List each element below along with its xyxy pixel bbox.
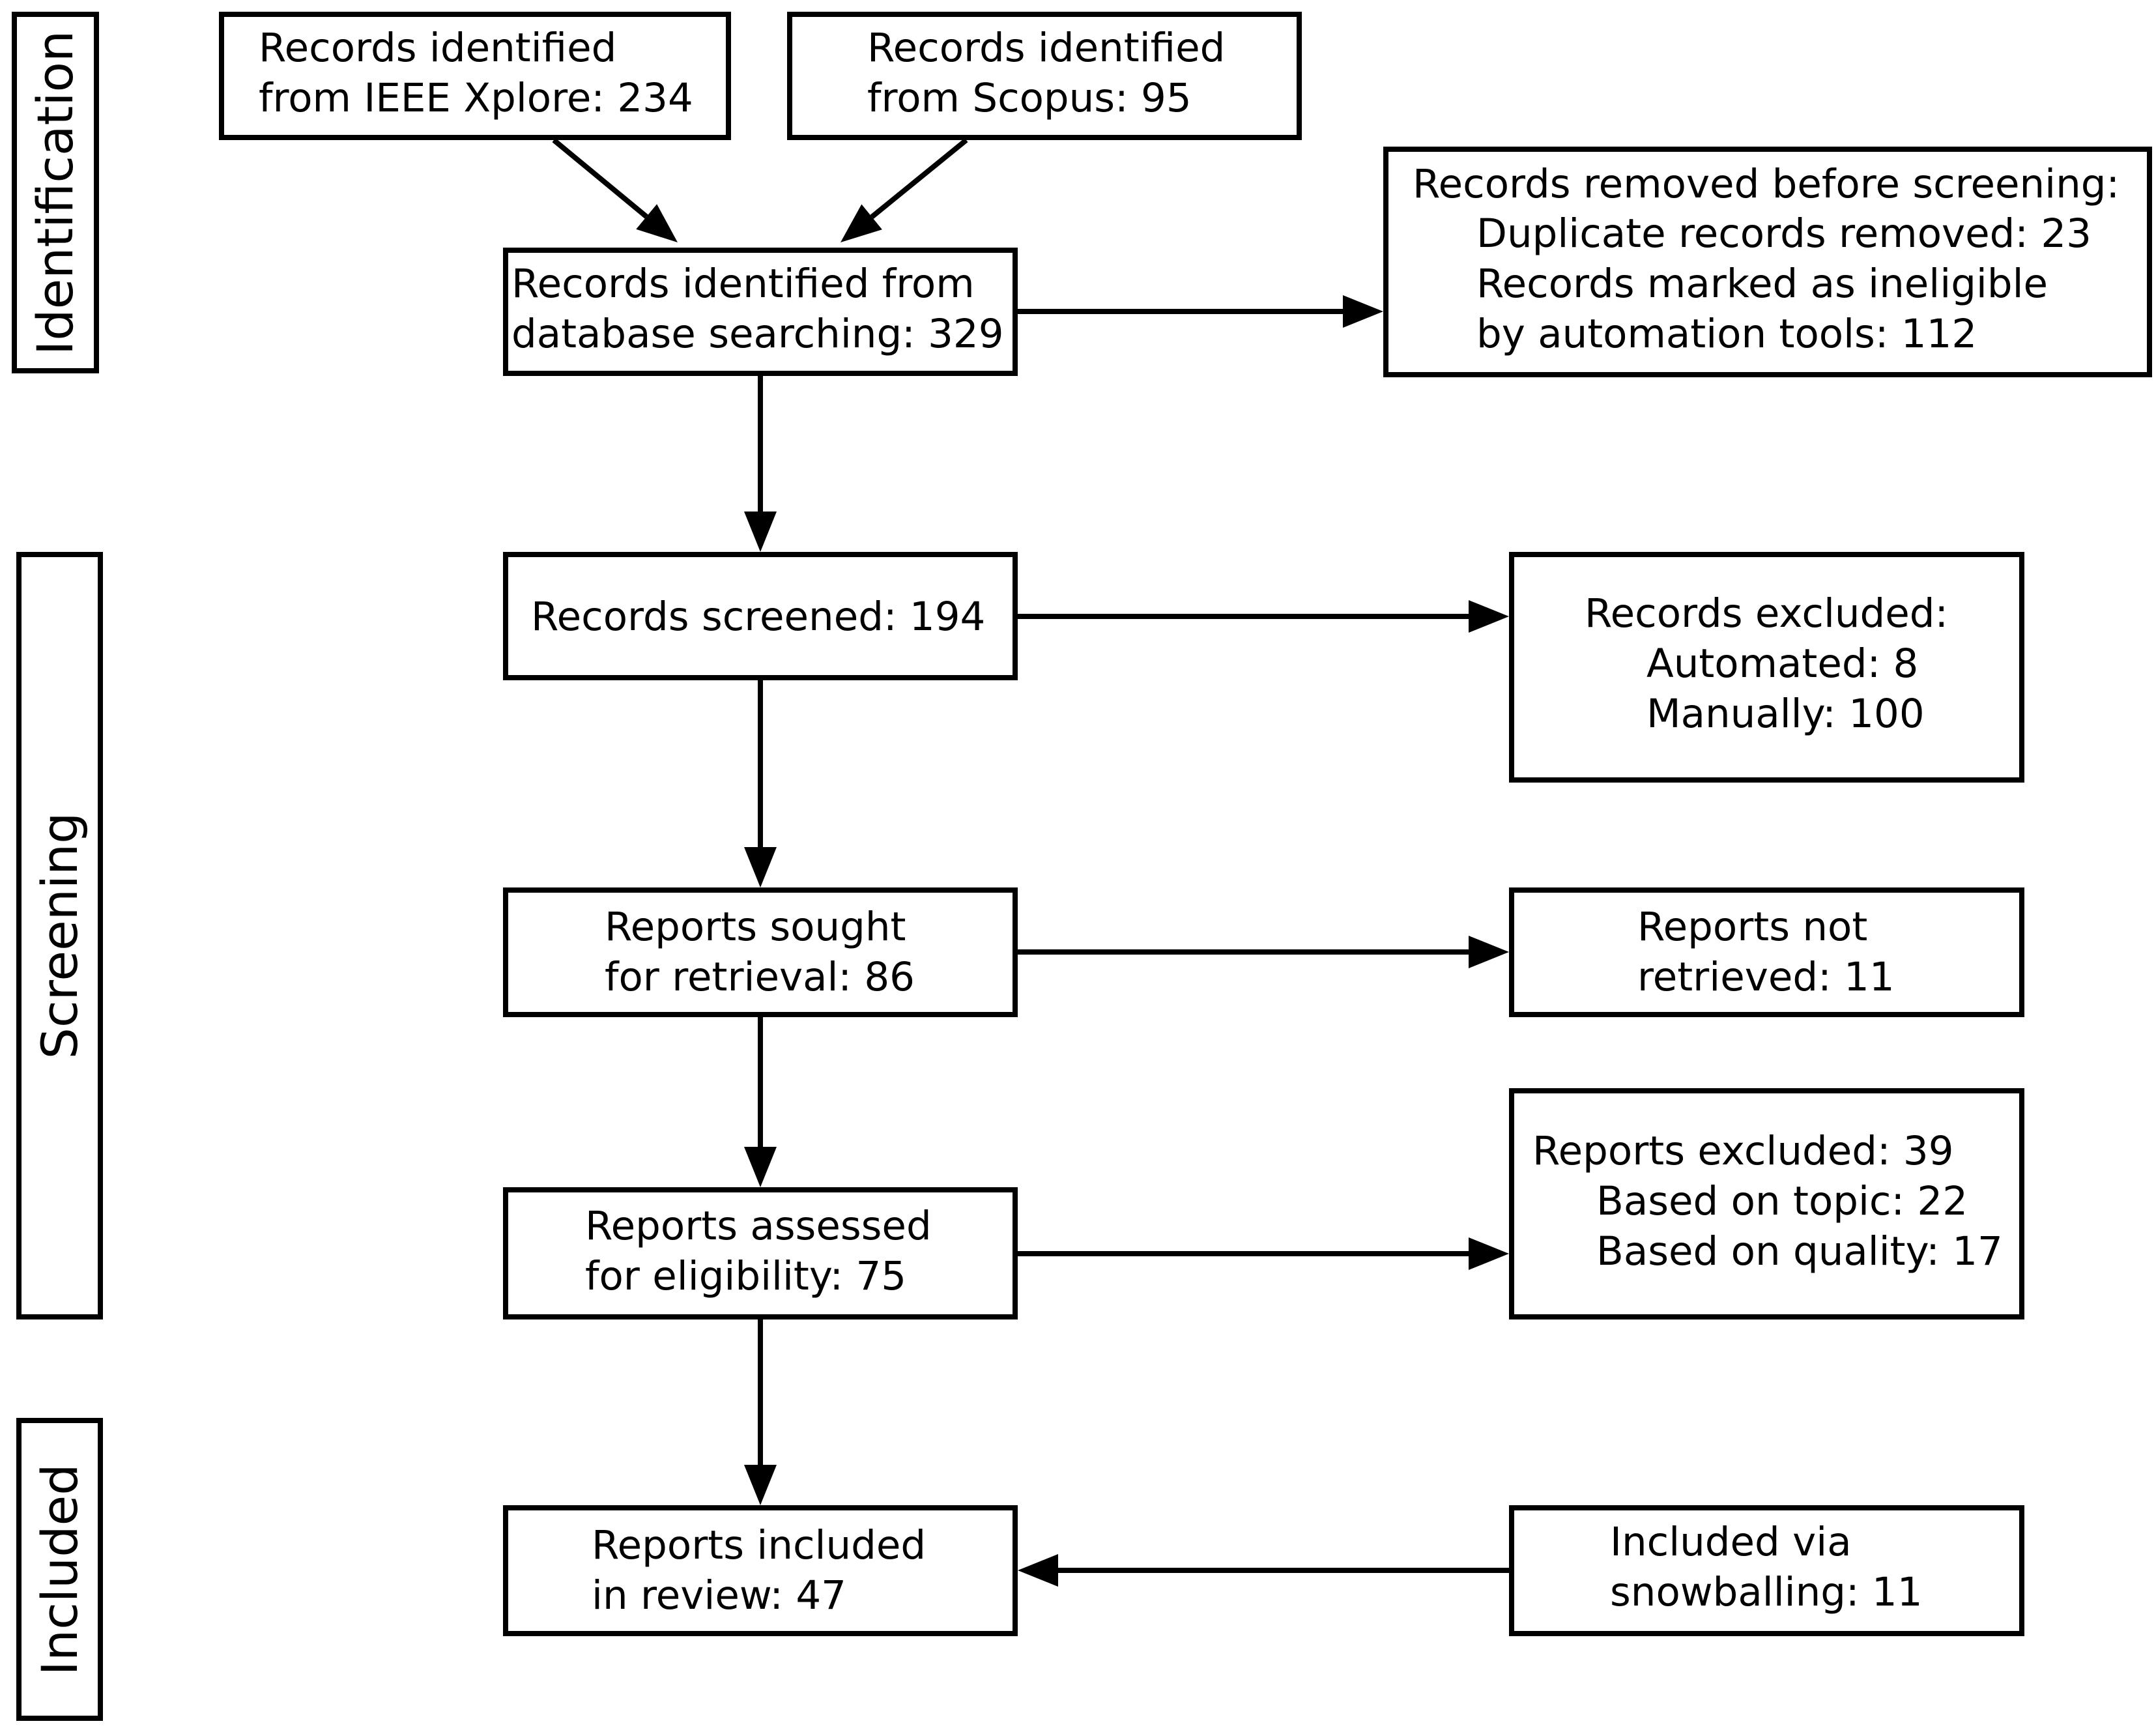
arrowhead-snowballing-to-included bbox=[1018, 1554, 1058, 1587]
box-ieee bbox=[219, 12, 731, 140]
box-removed bbox=[1383, 147, 2152, 377]
box-excluded-line-1: Records excluded: bbox=[1585, 590, 1949, 637]
box-screened bbox=[503, 552, 1018, 680]
box-database-line-1: Records identified from bbox=[511, 261, 975, 307]
box-not-retrieved bbox=[1509, 887, 2024, 1017]
arrowhead-screened-to-sought bbox=[744, 847, 777, 887]
box-removed-line-3: Records marked as ineligible bbox=[1476, 261, 2048, 307]
phase-identification bbox=[12, 12, 99, 373]
box-removed-line-4: by automation tools: 112 bbox=[1476, 311, 1977, 357]
box-snowballing bbox=[1509, 1505, 2024, 1636]
box-reports-excluded-line-3: Based on quality: 17 bbox=[1596, 1228, 2003, 1275]
box-assessed-line-1: Reports assessed bbox=[585, 1203, 932, 1249]
arrowhead-scopus-to-database bbox=[841, 204, 882, 242]
box-sought-line-2: for retrieval: 86 bbox=[605, 954, 915, 1000]
box-assessed-line-2: for eligibility: 75 bbox=[585, 1253, 907, 1299]
box-excluded-line-2: Automated: 8 bbox=[1646, 641, 1919, 687]
box-database bbox=[503, 248, 1018, 376]
phase-screening bbox=[16, 552, 103, 1319]
box-included-line-1: Reports included bbox=[592, 1522, 927, 1568]
phase-label-screening: Screening bbox=[30, 812, 89, 1060]
arrowhead-sought-to-not-retrieved bbox=[1469, 936, 1509, 968]
box-scopus-line-2: from Scopus: 95 bbox=[867, 75, 1192, 121]
box-assessed bbox=[503, 1187, 1018, 1319]
arrow-scopus-to-database bbox=[870, 137, 968, 219]
box-snowballing-line-2: snowballing: 11 bbox=[1610, 1569, 1923, 1615]
arrowhead-assessed-to-included bbox=[744, 1465, 777, 1505]
box-not-retrieved-line-2: retrieved: 11 bbox=[1637, 954, 1895, 1000]
box-included bbox=[503, 1505, 1018, 1636]
phase-included bbox=[16, 1418, 103, 1721]
arrow-ieee-to-database bbox=[552, 137, 648, 219]
box-reports-excluded-line-2: Based on topic: 22 bbox=[1596, 1178, 1968, 1224]
arrowhead-database-to-removed bbox=[1343, 295, 1383, 328]
phase-label-identification: Identification bbox=[26, 30, 84, 355]
arrowhead-database-to-screened bbox=[744, 512, 777, 552]
box-reports-excluded-line-1: Reports excluded: 39 bbox=[1532, 1128, 1954, 1174]
arrowhead-ieee-to-database bbox=[636, 204, 678, 242]
box-scopus-line-1: Records identified bbox=[867, 25, 1226, 71]
box-sought-line-1: Reports sought bbox=[605, 904, 906, 950]
arrowhead-assessed-to-reports-excluded bbox=[1469, 1237, 1509, 1270]
box-not-retrieved-line-1: Reports not bbox=[1637, 904, 1868, 950]
box-ieee-line-1: Records identified bbox=[259, 25, 617, 71]
phase-label-included: Included bbox=[30, 1463, 89, 1675]
box-sought bbox=[503, 887, 1018, 1017]
box-database-line-2: database searching: 329 bbox=[511, 311, 1004, 357]
box-excluded bbox=[1509, 552, 2024, 783]
box-removed-line-1: Records removed before screening: bbox=[1413, 161, 2120, 207]
arrowhead-screened-to-excluded bbox=[1469, 600, 1509, 633]
box-removed-line-2: Duplicate records removed: 23 bbox=[1476, 210, 2091, 257]
box-snowballing-line-1: Included via bbox=[1610, 1519, 1852, 1565]
box-included-line-2: in review: 47 bbox=[592, 1572, 846, 1619]
arrowhead-sought-to-assessed bbox=[744, 1147, 777, 1187]
box-excluded-line-3: Manually: 100 bbox=[1646, 691, 1925, 737]
box-ieee-line-2: from IEEE Xplore: 234 bbox=[259, 75, 693, 121]
box-screened-line-1: Records screened: 194 bbox=[531, 594, 986, 640]
box-reports-excluded bbox=[1509, 1088, 2024, 1319]
box-scopus bbox=[787, 12, 1302, 140]
